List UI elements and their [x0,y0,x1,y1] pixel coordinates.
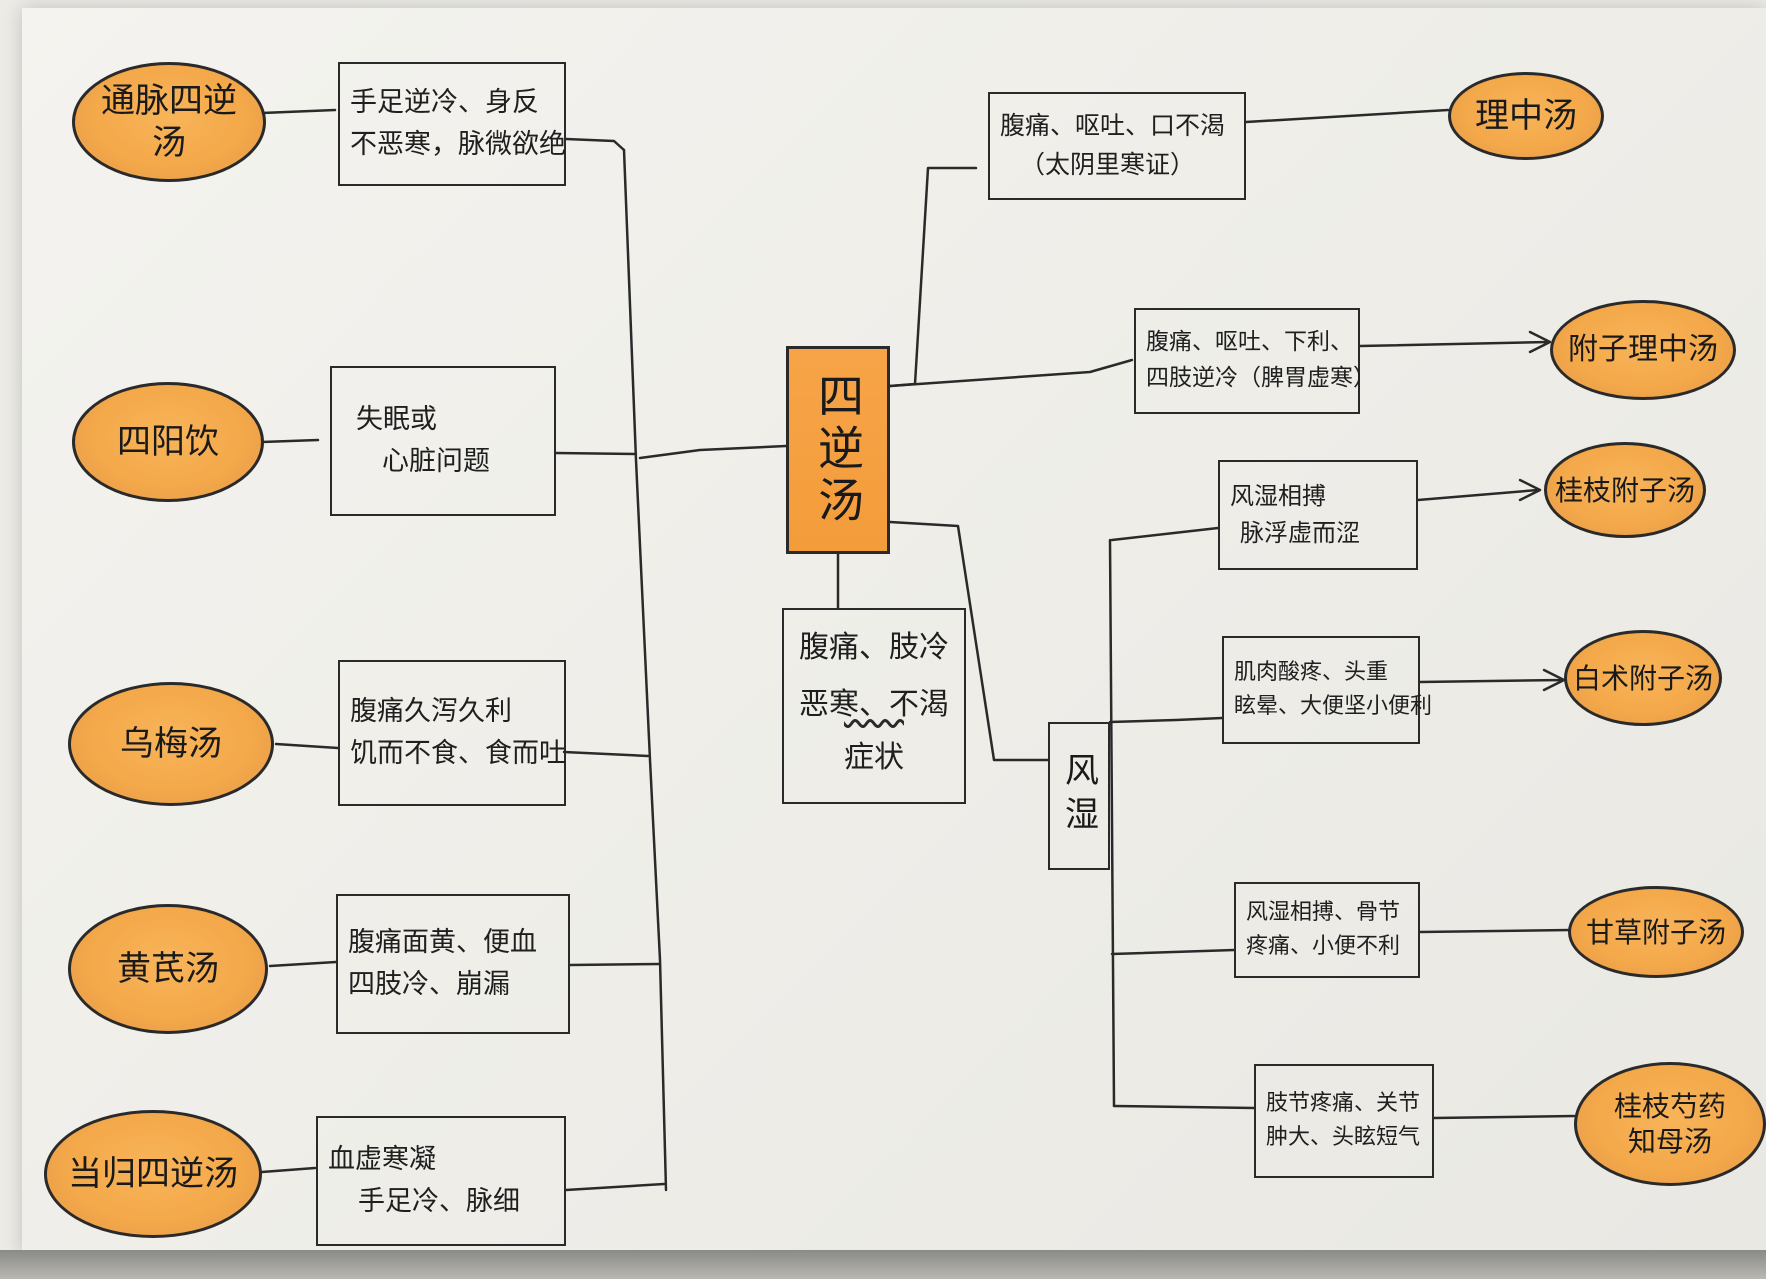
connector-box-spine-5 [564,1182,666,1192]
formula-label: 通脉四逆 [101,80,237,121]
connector-fengshi-formula-4 [1432,1114,1576,1120]
connector-oval-box-3 [274,742,340,750]
symptom-line: 心脏问题 [382,446,490,477]
connector-box-spine-2 [554,451,638,456]
connector-center-upper [888,166,978,388]
symptom-line: 腹痛面黄、便血 [348,927,537,959]
symptom-box-baizhu-fuzi-tang: 肌肉酸疼、头重 眩晕、大便坚小便利 [1222,636,1433,744]
symptom-line: 肢节疼痛、关节 [1266,1090,1421,1116]
formula-label: 当归四逆汤 [68,1153,238,1194]
arrow-fengshi-formula-2 [1418,668,1566,692]
connector-row1-formula [1244,108,1450,124]
formula-label: 理中汤 [1475,95,1577,136]
symptom-box-huangqi-tang: 腹痛面黄、便血 四肢冷、崩漏 [336,894,570,1034]
symptom-box-danggui-sini: 血虚寒凝 手足冷、脉细 [316,1116,566,1246]
symptom-line: 肿大、头眩短气 [1266,1125,1421,1150]
symptom-box-lizhong-tang: 腹痛、呕吐、口不渴 （太阴里寒证） [988,92,1246,200]
symptom-box-tongmai-sini: 手足逆冷、身反 不恶寒，脉微欲绝 [338,62,566,186]
formula-label: 附子理中汤 [1568,332,1718,368]
symptom-line: （太阴里寒证） [1020,150,1196,179]
symptom-line: 腹痛、肢冷 [799,630,949,665]
formula-label: 桂枝芍药 [1613,1090,1726,1123]
connector-fengshi-1 [1110,526,1220,542]
connector-fengshi-4 [1112,1104,1256,1110]
symptom-line: 风湿相搏 [1230,481,1326,510]
table-shadow [0,1250,1766,1279]
symptom-line: 不恶寒，脉微欲绝 [350,129,566,160]
symptom-box-siyang-yin: 失眠或 心脏问题 [330,366,556,516]
connector-fengshi-2 [1108,716,1224,724]
connector-center-fengshi [888,520,1050,762]
formula-oval-guizhi-shaoyao-zhimu-tang[interactable]: 桂枝芍药 知母汤 [1574,1062,1766,1186]
formula-label: 甘草附子汤 [1585,915,1726,949]
connector-oval-box-1 [260,108,337,115]
formula-oval-gancao-fuzi-tang[interactable]: 甘草附子汤 [1568,886,1744,978]
symptom-line: 风湿相搏、骨节 [1246,899,1401,925]
formula-label: 黄芪汤 [117,948,219,989]
connector-box-spine-3 [562,750,650,758]
formula-oval-lizhong-tang[interactable]: 理中汤 [1448,72,1604,160]
symptom-box-fuzi-lizhong-tang: 腹痛、呕吐、下利、 四肢逆冷（脾胃虚寒） [1134,308,1376,414]
symptom-box-guizhi-fuzi-tang: 风湿相搏 脉浮虚而涩 [1218,460,1418,570]
formula-oval-wumei-tang[interactable]: 乌梅汤 [68,682,274,806]
symptom-line: 腹痛久泻久利 [350,696,512,728]
symptom-line: 肌肉酸疼、头重 [1234,659,1389,685]
connector-oval-box-4 [268,960,338,968]
connector-fengshi-formula-3 [1418,928,1572,934]
symptom-box-guizhi-shaoyao-zhimu-tang: 肢节疼痛、关节 肿大、头眩短气 [1254,1064,1434,1178]
arrow-fengshi-formula-1 [1416,478,1542,502]
connector-spine-center [638,444,788,460]
symptom-line: 腹痛、呕吐、口不渴 [1000,111,1226,141]
connector-box-spine-4 [568,962,662,967]
formula-label: 汤 [152,123,186,163]
formula-label: 四阳饮 [117,421,219,462]
symptom-box-gancao-fuzi-tang: 风湿相搏、骨节 疼痛、小便不利 [1234,882,1420,978]
center-symptom-box: 腹痛、肢冷 恶寒、不渴 症状 [782,608,966,804]
symptom-box-wumei-tang: 腹痛久泻久利 饥而不食、食而吐 [338,660,566,806]
symptom-line: 四肢逆冷（脾胃虚寒） [1146,365,1376,391]
formula-oval-huangqi-tang[interactable]: 黄芪汤 [68,904,268,1034]
fengshi-category-box[interactable]: 风湿 [1048,722,1110,870]
symptom-line: 恶寒、不渴 [799,687,949,722]
formula-oval-siyang-yin[interactable]: 四阳饮 [72,382,264,502]
connector-center-row2 [888,358,1134,388]
connector-oval-box-5 [260,1166,317,1174]
arrow-row2-formula [1358,330,1552,354]
symptom-line: 手足冷、脉细 [358,1186,520,1217]
formula-oval-tongmai-sini[interactable]: 通脉四逆 汤 [72,62,266,182]
left-spine [622,148,668,1192]
symptom-line: 腹痛、呕吐、下利、 [1146,329,1353,356]
symptom-line: 四肢冷、崩漏 [348,969,510,1000]
connector-fengshi-3 [1110,948,1236,956]
connector-oval-box-2 [260,438,320,444]
fengshi-spine [1108,538,1116,1108]
paper-background [22,8,1766,1256]
formula-oval-baizhu-fuzi-tang[interactable]: 白术附子汤 [1564,630,1722,726]
formula-oval-fuzi-lizhong-tang[interactable]: 附子理中汤 [1550,300,1736,400]
center-formula-sini-tang[interactable]: 四逆汤 [786,346,890,554]
formula-label: 桂枝附子汤 [1554,473,1695,507]
center-formula-label: 四逆汤 [811,372,865,528]
symptom-line: 脉浮虚而涩 [1240,519,1360,547]
symptom-line: 饥而不食、食而吐 [350,738,566,769]
symptom-line: 疼痛、小便不利 [1246,934,1401,959]
symptom-line: 手足逆冷、身反 [350,87,539,119]
symptom-line: 血虚寒凝 [328,1144,436,1176]
formula-label: 乌梅汤 [120,723,222,764]
formula-label: 知母汤 [1627,1125,1712,1158]
formula-oval-guizhi-fuzi-tang[interactable]: 桂枝附子汤 [1544,442,1706,538]
symptom-caption: 症状 [844,740,904,775]
formula-label: 白术附子汤 [1572,661,1713,695]
formula-oval-danggui-sini[interactable]: 当归四逆汤 [44,1110,262,1238]
connector-box-spine-1 [564,137,626,152]
symptom-line: 失眠或 [356,404,437,436]
symptom-line: 眩晕、大便坚小便利 [1234,694,1433,719]
fengshi-label: 风湿 [1058,752,1099,840]
